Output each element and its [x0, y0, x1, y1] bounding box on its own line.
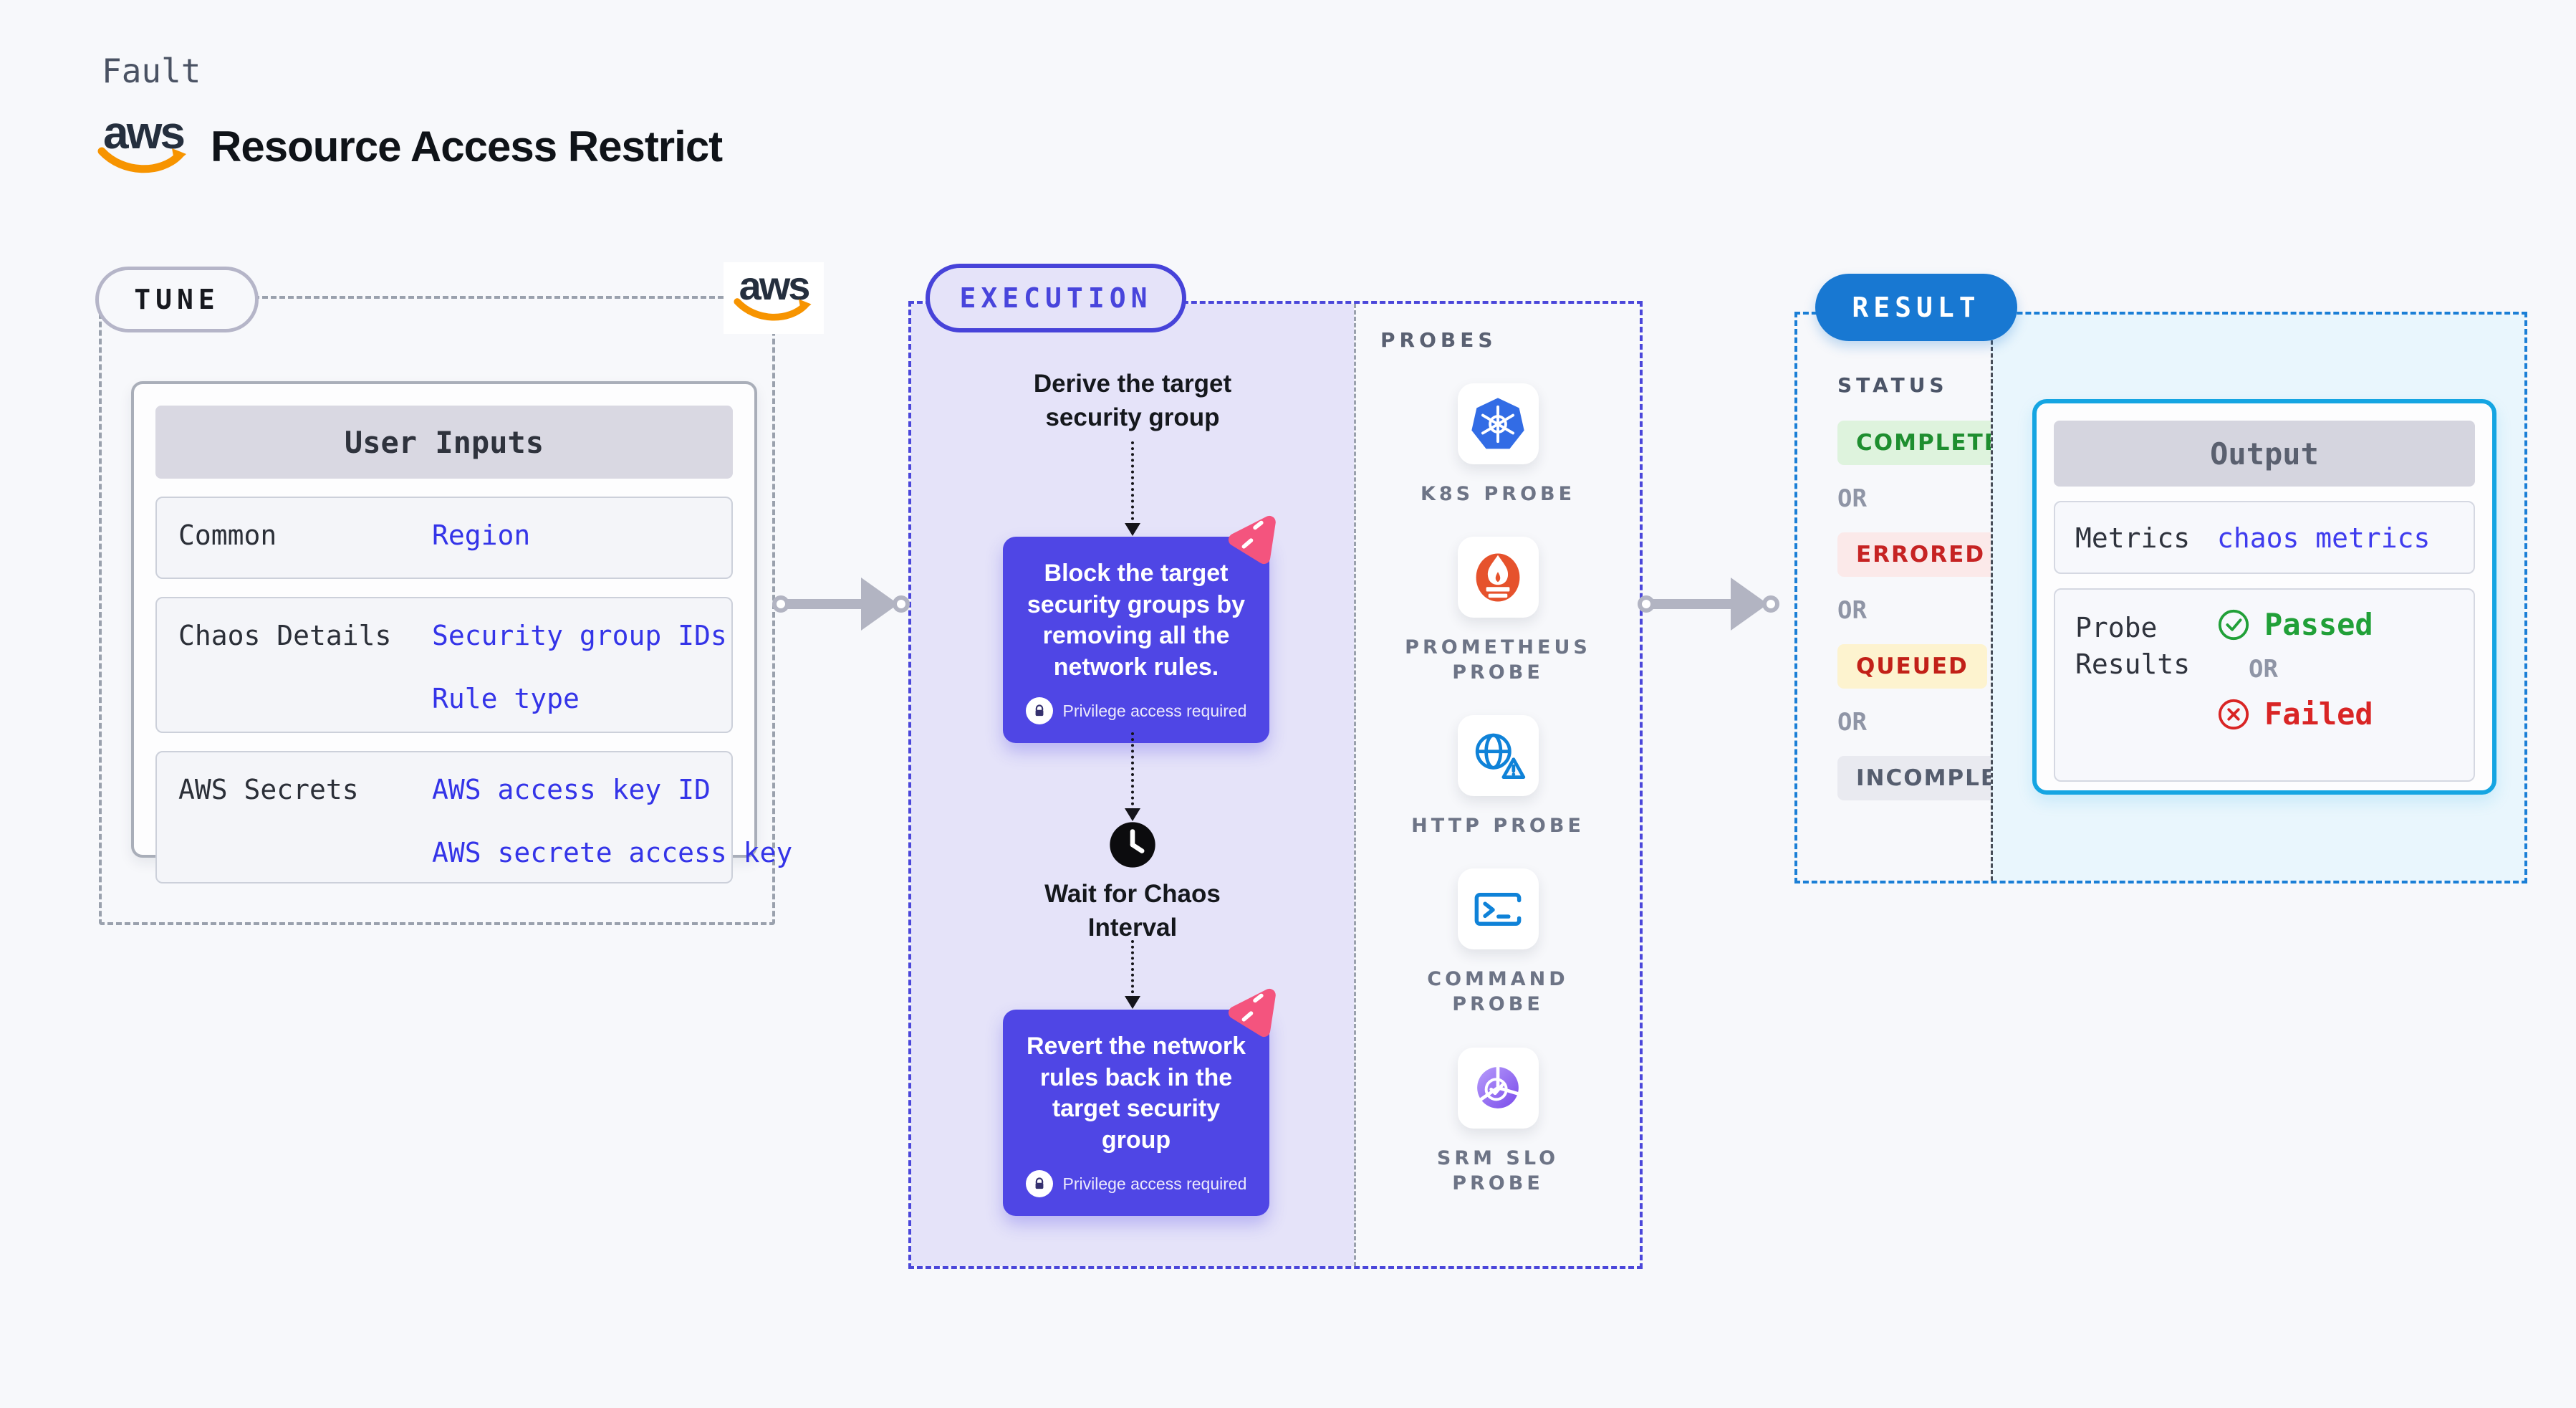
flow-arrow-down: [1125, 732, 1140, 821]
probe-item-k8s: K8S PROBE: [1401, 383, 1595, 507]
input-value: AWS access key ID: [432, 774, 711, 805]
probes-heading: PROBES: [1380, 328, 1497, 352]
lock-icon: [1025, 1170, 1053, 1198]
or-label: OR: [2249, 655, 2278, 684]
status-badge-errored: ERRORED: [1837, 532, 2004, 577]
privilege-note-text: Privilege access required: [1062, 701, 1247, 720]
probe-label: HTTP PROBE: [1411, 815, 1585, 838]
privilege-note: Privilege access required: [1020, 1170, 1252, 1198]
or-label: OR: [1837, 484, 1867, 513]
input-row-common: Common Region: [155, 497, 733, 579]
flow-arrow-down: [1125, 441, 1140, 536]
tune-to-execution-arrow: [772, 577, 910, 631]
probe-item-srm-slo: SRM SLO PROBE: [1401, 1047, 1595, 1196]
derive-step-text: Derive the target security group: [1033, 370, 1232, 432]
page-title: Resource Access Restrict: [211, 123, 723, 171]
aws-wordmark: aws: [739, 262, 811, 308]
probe-label: COMMAND PROBE: [1427, 968, 1569, 1016]
connector-start-dot: [772, 595, 789, 613]
http-globe-warning-icon: [1457, 715, 1539, 797]
connector-line: [787, 599, 863, 609]
srm-slo-donut-check-icon: [1457, 1047, 1539, 1129]
block-network-rules-step: Block the target security groups by remo…: [1003, 537, 1269, 744]
failed-label: Failed: [2264, 696, 2373, 732]
chaos-litmus-icon: [1228, 988, 1276, 1038]
execution-section: Derive the target security group Block t…: [908, 301, 1643, 1269]
connector-end-dot: [893, 595, 910, 613]
output-card: Output Metrics chaos metrics Probe Resul…: [2032, 399, 2496, 795]
input-value: Region: [432, 519, 531, 551]
aws-logo: aws: [97, 107, 189, 178]
status-badge-queued: QUEUED: [1837, 644, 1987, 689]
probe-label: PROMETHEUS PROBE: [1405, 636, 1591, 684]
output-title: Output: [2054, 421, 2475, 487]
execution-to-result-arrow: [1638, 577, 1779, 631]
result-section: STATUS COMPLETED OR ERRORED OR QUEUED OR…: [1794, 312, 2527, 883]
or-label: OR: [1837, 596, 1867, 625]
input-value: Security group IDs: [432, 620, 727, 651]
arrowhead-icon: [1731, 578, 1768, 631]
failed-result: Failed: [2217, 696, 2373, 732]
kubernetes-icon: [1457, 383, 1539, 464]
tune-section: [99, 296, 775, 925]
privilege-note: Privilege access required: [1020, 697, 1252, 725]
probe-item-http: HTTP PROBE: [1401, 715, 1595, 838]
page-header: aws Resource Access Restrict: [97, 107, 723, 178]
probe-label: K8S PROBE: [1420, 483, 1576, 505]
probe-results-row: Probe Results Passed OR: [2054, 588, 2475, 782]
passed-result: Passed: [2217, 607, 2373, 642]
connector-line: [1653, 599, 1733, 609]
result-badge: RESULT: [1815, 274, 2017, 341]
arrowhead-icon: [861, 578, 898, 631]
output-panel: Output Metrics chaos metrics Probe Resul…: [1991, 315, 2524, 881]
probes-panel: PROBES: [1354, 304, 1640, 1266]
probe-list: K8S PROBE PROMETHEUS PROBE: [1356, 383, 1640, 1196]
input-row-aws-secrets: AWS Secrets AWS access key ID AWS secret…: [155, 751, 792, 883]
step-description: Block the target security groups by remo…: [1027, 560, 1246, 681]
metrics-value: chaos metrics: [2217, 522, 2431, 554]
chaos-litmus-icon: [1228, 515, 1276, 565]
clock-icon: [1109, 821, 1156, 868]
wait-step-text: Wait for Chaos Interval: [1044, 880, 1221, 942]
privilege-note-text: Privilege access required: [1062, 1174, 1247, 1193]
execution-badge: EXECUTION: [926, 264, 1186, 332]
user-inputs-title: User Inputs: [155, 406, 733, 479]
probe-label: SRM SLO PROBE: [1436, 1146, 1559, 1194]
fault-eyebrow: Fault: [102, 52, 201, 90]
tune-badge: TUNE: [95, 267, 259, 332]
input-row-chaos-details: Chaos Details Security group IDs Rule ty…: [155, 597, 733, 733]
check-circle-icon: [2218, 609, 2249, 640]
prometheus-icon: [1457, 537, 1539, 618]
connector-start-dot: [1638, 595, 1655, 613]
aws-smile-icon: [734, 298, 812, 321]
aws-smile-icon: [97, 147, 186, 173]
input-value: AWS secrete access key: [432, 837, 793, 868]
input-row-label: Chaos Details: [178, 620, 392, 651]
user-inputs-card: User Inputs Common Region Chaos Details …: [131, 381, 792, 883]
input-row-label: Common: [178, 519, 277, 551]
aws-logo-small: aws: [724, 262, 824, 334]
lock-icon: [1025, 697, 1053, 725]
execution-flow-area: Derive the target security group Block t…: [911, 304, 1354, 1266]
flow-arrow-down: [1125, 940, 1140, 1009]
connector-end-dot: [1762, 595, 1779, 613]
or-label: OR: [1837, 708, 1867, 737]
probe-item-prometheus: PROMETHEUS PROBE: [1401, 537, 1595, 685]
metrics-row: Metrics chaos metrics: [2054, 501, 2475, 574]
probe-results-label: Probe Results: [2075, 612, 2191, 681]
input-row-label: AWS Secrets: [178, 774, 359, 805]
probe-item-command: COMMAND PROBE: [1401, 868, 1595, 1017]
step-description: Revert the network rules back in the tar…: [1026, 1033, 1246, 1154]
revert-network-rules-step: Revert the network rules back in the tar…: [1003, 1010, 1269, 1217]
x-circle-icon: [2218, 699, 2249, 729]
input-value: Rule type: [432, 683, 580, 714]
metrics-label: Metrics: [2075, 522, 2191, 554]
aws-wordmark: aws: [103, 107, 186, 158]
passed-label: Passed: [2264, 607, 2373, 642]
status-heading: STATUS: [1837, 373, 1948, 397]
terminal-icon: [1457, 868, 1539, 950]
